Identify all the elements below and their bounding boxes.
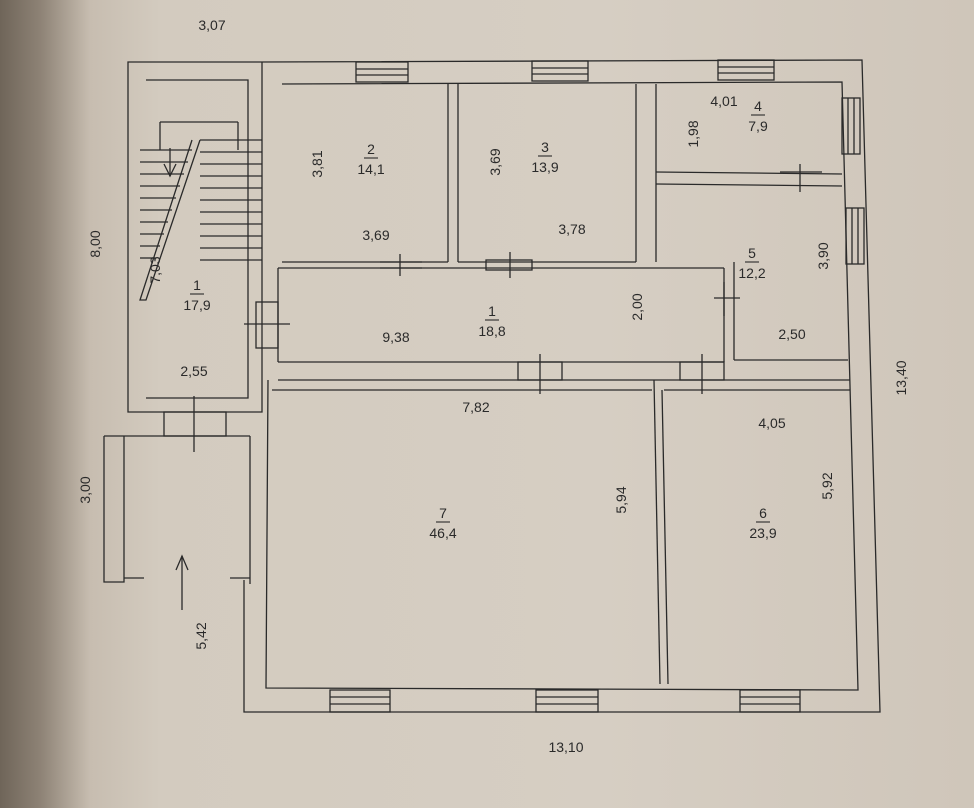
- dim-top-left: 3,07: [198, 17, 225, 33]
- dim-r4-height: 1,98: [685, 120, 701, 147]
- room-number-3: 3: [541, 139, 549, 155]
- dim-r7-height: 5,94: [613, 486, 629, 513]
- dim-r2-width: 3,69: [362, 227, 389, 243]
- dim-total-height: 13,40: [893, 360, 909, 395]
- dim-r5-height: 3,90: [815, 242, 831, 269]
- dim-r4-width: 4,01: [710, 93, 737, 109]
- room-area-stair: 17,9: [183, 297, 210, 313]
- dim-corridor-length: 9,38: [382, 329, 409, 345]
- dim-r3-height: 3,69: [487, 148, 503, 175]
- dim-r6-height: 5,92: [819, 472, 835, 499]
- room-area-4: 7,9: [748, 118, 768, 134]
- room-number-4: 4: [754, 98, 762, 114]
- room-number-6: 6: [759, 505, 767, 521]
- outer-walls: [127, 59, 881, 713]
- room-number-stair: 1: [193, 277, 201, 293]
- dim-r2-height: 3,81: [309, 150, 325, 177]
- dim-r7-width: 7,82: [462, 399, 489, 415]
- room-area-7: 46,4: [429, 525, 456, 541]
- room-area-6: 23,9: [749, 525, 776, 541]
- room-number-2: 2: [367, 141, 375, 157]
- dim-stair-height: 8,00: [87, 230, 103, 257]
- entry-porch: [103, 435, 251, 584]
- dim-r6-width: 4,05: [758, 415, 785, 431]
- dim-stair-width: 2,55: [180, 363, 207, 379]
- arrow-down-icon: [163, 148, 177, 178]
- room-area-3: 13,9: [531, 159, 558, 175]
- doors: [163, 164, 822, 452]
- dim-stair-diagonal: 7,03: [147, 256, 163, 283]
- arrow-up-icon: [175, 554, 189, 610]
- dim-total-width: 13,10: [548, 739, 583, 755]
- room-number-7: 7: [439, 505, 447, 521]
- room-area-corridor: 18,8: [478, 323, 505, 339]
- windows: [329, 59, 865, 713]
- room-area-2: 14,1: [357, 161, 384, 177]
- stairs: [139, 121, 262, 301]
- dim-r5-width: 2,50: [778, 326, 805, 342]
- room-number-corridor: 1: [488, 303, 496, 319]
- room-area-5: 12,2: [738, 265, 765, 281]
- dim-r3-width: 3,78: [558, 221, 585, 237]
- dim-corridor-width: 2,00: [629, 293, 645, 320]
- dim-porch-height: 3,00: [77, 476, 93, 503]
- dim-porch-length: 5,42: [193, 622, 209, 649]
- room-number-5: 5: [748, 245, 756, 261]
